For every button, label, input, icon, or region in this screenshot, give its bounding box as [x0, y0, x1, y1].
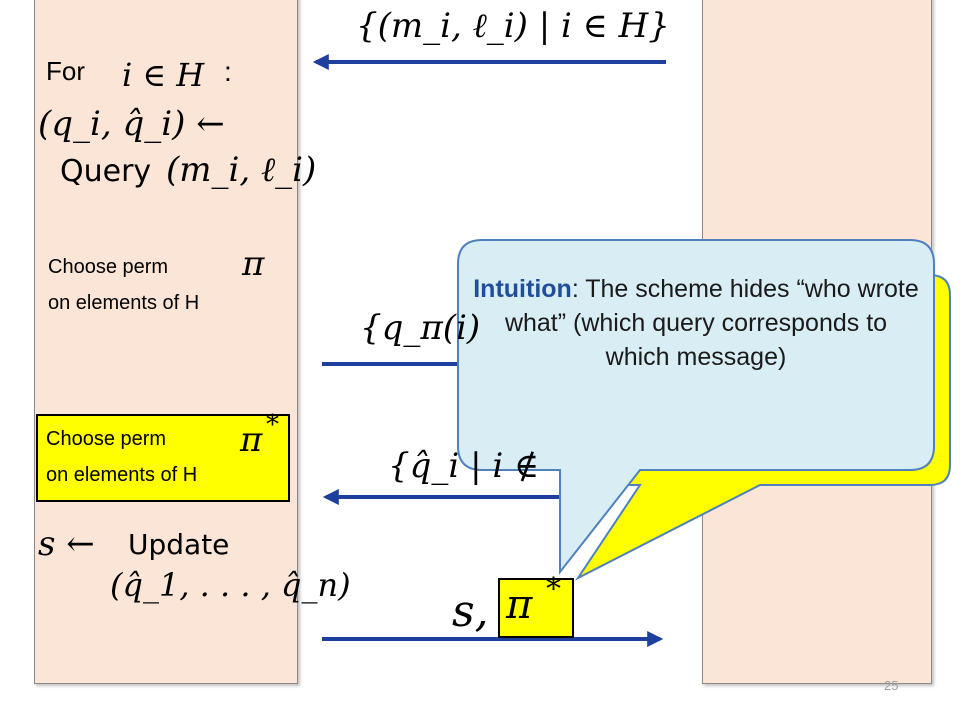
pi-symbol: π [242, 244, 265, 284]
on-elements-2-label: on elements of H [46, 464, 198, 486]
query-assign-lhs: (q_i, q̂_i) ← [38, 104, 225, 144]
intuition-label: Intuition [473, 275, 572, 303]
left-party-panel [34, 0, 298, 684]
query-args: (m_i, ℓ_i) [166, 150, 317, 190]
message-4-asterisk: * [546, 572, 561, 607]
on-elements-1-label: on elements of H [48, 292, 200, 314]
pi-star-highlight-box [498, 578, 574, 638]
choose-perm-1-label: Choose perm [48, 256, 169, 278]
choose-perm-2-label: Choose perm [46, 428, 167, 450]
for-label: For [46, 56, 85, 86]
query-function: Query [60, 154, 152, 189]
page-number: 25 [884, 678, 899, 693]
message-4-s: s, [452, 586, 489, 637]
pi-star-symbol: π [240, 420, 263, 460]
message-3-label: {q̂_i | i ∉ [388, 446, 540, 486]
update-assign-lhs: s ← [38, 524, 95, 564]
message-2-label: {q_π(i) [360, 308, 481, 348]
update-function: Update [128, 528, 230, 561]
choose-perm-2-box [36, 414, 290, 502]
message-4-pi: π [506, 582, 533, 628]
message-1-label: {(m_i, ℓ_i) | i ∈ H} [356, 6, 670, 46]
intuition-bubble [457, 239, 935, 575]
for-condition: i ∈ H [122, 56, 205, 94]
pi-star-asterisk: * [266, 410, 279, 440]
intuition-body: : The scheme hides “who wrote what” (whi… [504, 275, 919, 371]
intuition-text: Intuition: The scheme hides “who wrote w… [470, 272, 922, 374]
for-colon: : [224, 56, 232, 87]
update-args: (q̂_1, . . . , q̂_n) [110, 566, 351, 604]
